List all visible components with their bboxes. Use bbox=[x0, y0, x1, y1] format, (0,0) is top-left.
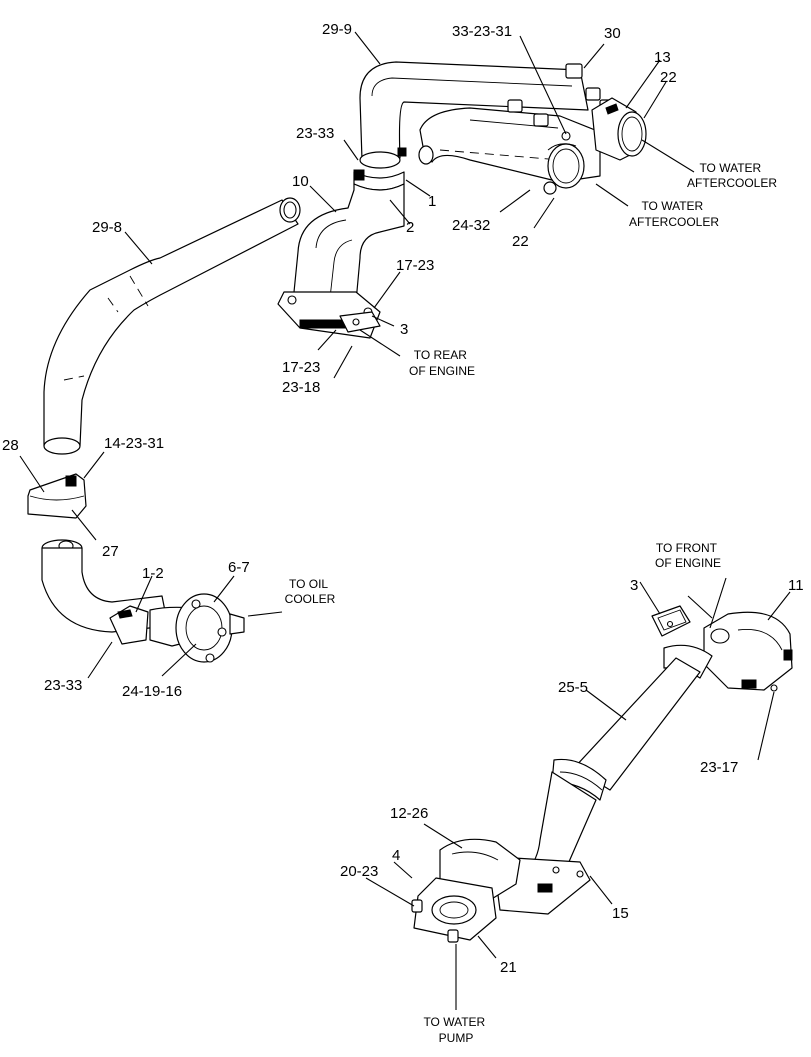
gasket-3-top bbox=[339, 311, 381, 333]
label-22-top: 22 bbox=[660, 69, 677, 86]
label-28: 28 bbox=[2, 437, 19, 454]
label-24-32: 24-32 bbox=[452, 217, 490, 234]
note-to-water-pump: TO WATER PUMP bbox=[423, 1015, 488, 1045]
note-line: COOLER bbox=[285, 592, 336, 606]
clamp-28 bbox=[27, 473, 87, 519]
label-14-23-31: 14-23-31 bbox=[104, 435, 164, 452]
part-labels: 29-9 33-23-31 30 13 22 23-33 1 10 2 24-3… bbox=[2, 21, 804, 976]
tube-29-9 bbox=[359, 61, 589, 169]
label-29-8: 29-8 bbox=[92, 219, 122, 236]
label-29-9: 29-9 bbox=[322, 21, 352, 38]
note-line: PUMP bbox=[439, 1031, 474, 1045]
aftercooler-outlet-upper bbox=[591, 97, 647, 161]
note-line: TO REAR bbox=[414, 348, 467, 362]
label-23-33-top: 23-33 bbox=[296, 125, 334, 142]
note-line: TO WATER bbox=[641, 199, 703, 213]
label-13: 13 bbox=[654, 49, 671, 66]
note-to-rear-of-engine: TO REAR OF ENGINE bbox=[409, 348, 475, 378]
label-3-top: 3 bbox=[400, 321, 408, 338]
note-line: AFTERCOOLER bbox=[629, 215, 719, 229]
tube-25-5 bbox=[551, 644, 713, 801]
label-10: 10 bbox=[292, 173, 309, 190]
destination-notes: TO WATER AFTERCOOLER TO WATER AFTERCOOLE… bbox=[285, 161, 778, 1045]
label-25-5: 25-5 bbox=[558, 679, 588, 696]
label-20-23: 20-23 bbox=[340, 863, 378, 880]
label-27: 27 bbox=[102, 543, 119, 560]
note-line: OF ENGINE bbox=[409, 364, 475, 378]
label-30: 30 bbox=[604, 25, 621, 42]
label-4: 4 bbox=[392, 847, 400, 864]
aftercooler-outlet-lower bbox=[543, 131, 585, 195]
gasket-3-right bbox=[651, 605, 691, 637]
note-line: OF ENGINE bbox=[655, 556, 721, 570]
label-1-2: 1-2 bbox=[142, 565, 164, 582]
label-33-23-31: 33-23-31 bbox=[452, 23, 512, 40]
label-23-33-low: 23-33 bbox=[44, 677, 82, 694]
note-to-oil-cooler: TO OIL COOLER bbox=[285, 577, 336, 606]
label-12-26: 12-26 bbox=[390, 805, 428, 822]
note-line: TO WATER bbox=[423, 1015, 485, 1029]
elbow-11 bbox=[703, 611, 793, 692]
label-21: 21 bbox=[500, 959, 517, 976]
label-23-18: 23-18 bbox=[282, 379, 320, 396]
note-line: TO OIL bbox=[289, 577, 328, 591]
tube-29-8 bbox=[43, 197, 301, 455]
label-23-17: 23-17 bbox=[700, 759, 738, 776]
flange-21 bbox=[411, 877, 497, 943]
leader-lines bbox=[19, 31, 791, 1010]
note-to-water-aftercooler-2: TO WATER AFTERCOOLER bbox=[629, 199, 719, 229]
label-1: 1 bbox=[428, 193, 436, 210]
label-6-7: 6-7 bbox=[228, 559, 250, 576]
label-11: 11 bbox=[788, 577, 804, 594]
note-to-water-aftercooler-1: TO WATER AFTERCOOLER bbox=[687, 161, 777, 190]
note-line: TO WATER bbox=[699, 161, 761, 175]
label-2: 2 bbox=[406, 219, 414, 236]
label-24-19-16: 24-19-16 bbox=[122, 683, 182, 700]
note-to-front-of-engine: TO FRONT OF ENGINE bbox=[655, 541, 721, 570]
label-22-mid: 22 bbox=[512, 233, 529, 250]
note-line: TO FRONT bbox=[656, 541, 718, 555]
elbow-lower-left bbox=[41, 539, 245, 663]
label-17-23-low: 17-23 bbox=[282, 359, 320, 376]
label-15: 15 bbox=[612, 905, 629, 922]
note-line: AFTERCOOLER bbox=[687, 176, 777, 190]
label-3-right: 3 bbox=[630, 577, 638, 594]
label-17-23-top: 17-23 bbox=[396, 257, 434, 274]
